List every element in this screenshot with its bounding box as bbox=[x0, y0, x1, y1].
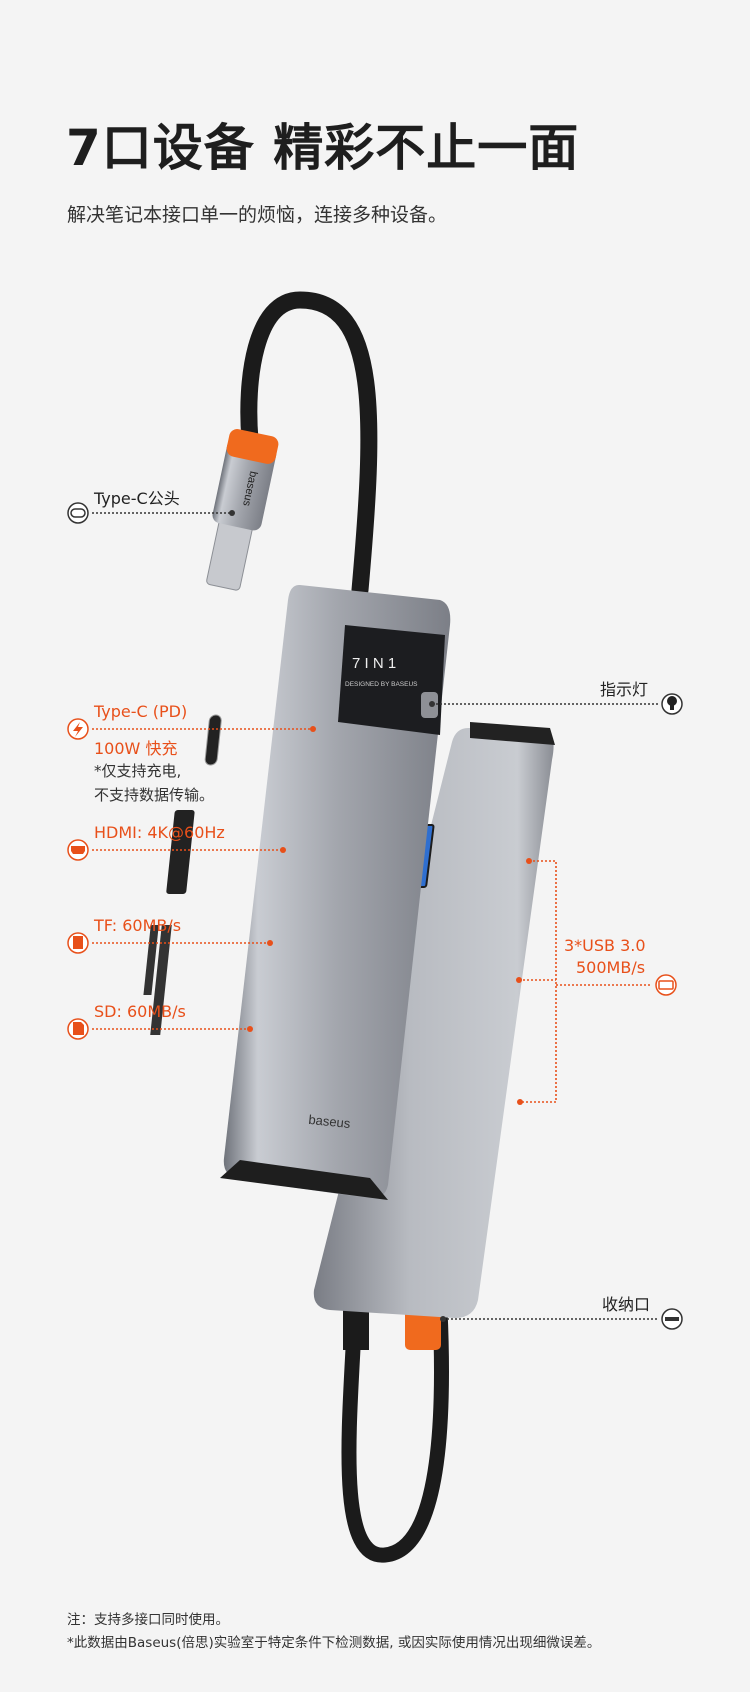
top-cable bbox=[240, 291, 378, 599]
screen-text: 7 I N 1 bbox=[352, 655, 396, 672]
usb-port-icon bbox=[655, 974, 677, 996]
bottom-cable bbox=[341, 1302, 449, 1563]
lightning-icon bbox=[67, 718, 89, 740]
usb-c-plug-icon bbox=[67, 502, 89, 524]
footnote-2: *此数据由Baseus(倍思)实验室于特定条件下检测数据, 或因实际使用情况出现… bbox=[67, 1635, 601, 1651]
sd-card-icon bbox=[67, 1018, 89, 1040]
tf-slot bbox=[143, 925, 159, 995]
hdmi-port bbox=[166, 810, 195, 894]
typec-pd-power: 100W 快充 bbox=[94, 739, 178, 758]
sd-slot bbox=[150, 925, 172, 1035]
usb-label: 3*USB 3.0 bbox=[564, 936, 646, 955]
hdmi-port-icon bbox=[67, 839, 89, 861]
tf-card-icon bbox=[67, 932, 89, 954]
sd-label: SD: 60MB/s bbox=[94, 1002, 186, 1021]
screen-subtext: DESIGNED BY BASEUS bbox=[345, 681, 418, 688]
light-bulb-icon bbox=[661, 693, 683, 715]
usb-speed: 500MB/s bbox=[576, 958, 646, 977]
hdmi-label: HDMI: 4K@60Hz bbox=[94, 823, 225, 842]
page-subtitle: 解决笔记本接口单一的烦恼，连接多种设备。 bbox=[67, 204, 448, 226]
typec-port bbox=[204, 714, 222, 766]
front-hub bbox=[223, 584, 451, 1199]
display-window bbox=[338, 625, 445, 735]
typec-pd-note-2: 不支持数据传输。 bbox=[94, 786, 215, 804]
typec-plug: baseus bbox=[206, 429, 279, 591]
typec-pd-note-1: *仅支持充电, bbox=[94, 762, 182, 780]
hub-brand: baseus bbox=[308, 1112, 352, 1131]
indicator-label: 指示灯 bbox=[600, 680, 649, 699]
storage-slot-icon bbox=[661, 1308, 683, 1330]
page-title: 7口设备 精彩不止一面 bbox=[66, 119, 580, 177]
tf-label: TF: 60MB/s bbox=[94, 916, 182, 935]
typec-pd-label: Type-C (PD) bbox=[94, 702, 188, 721]
footnote-1: 注：支持多接口同时使用。 bbox=[67, 1612, 229, 1628]
storage-label: 收纳口 bbox=[602, 1295, 651, 1314]
typec-male-label: Type-C公头 bbox=[94, 489, 180, 508]
